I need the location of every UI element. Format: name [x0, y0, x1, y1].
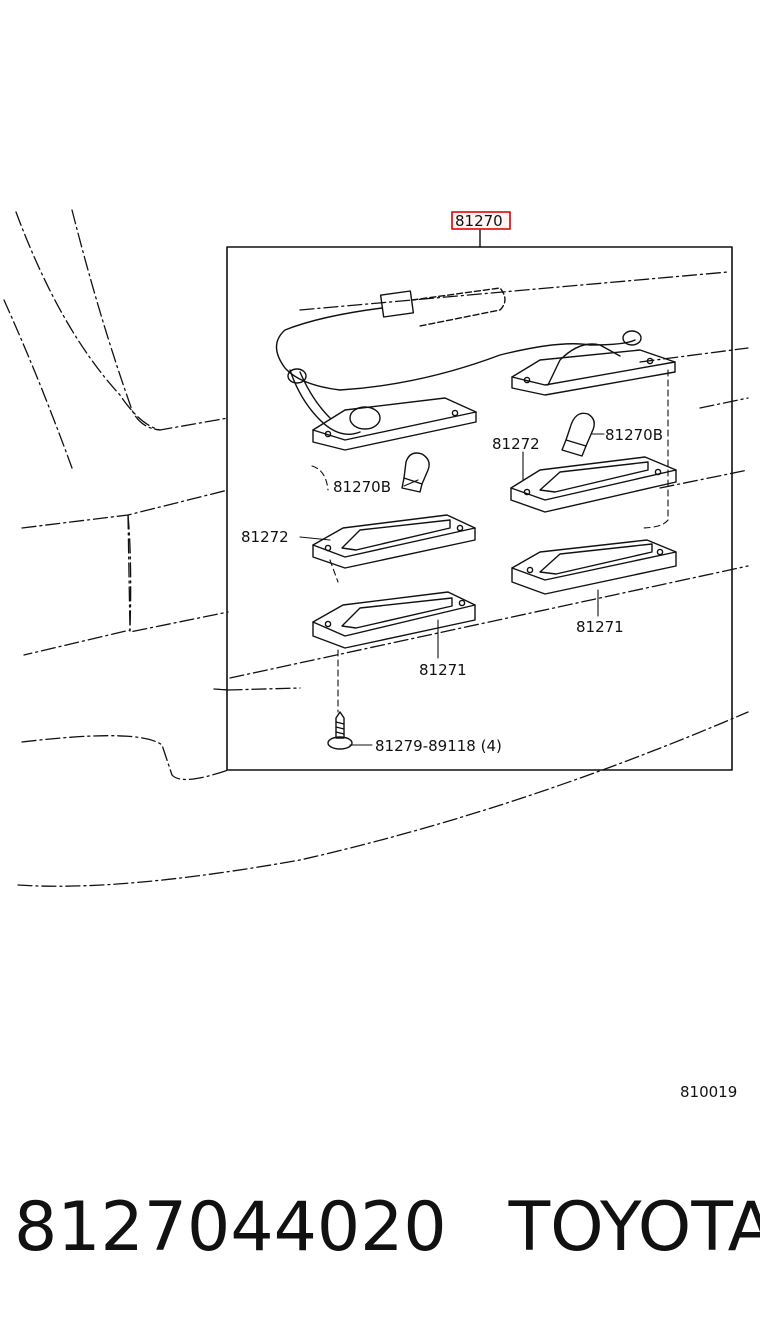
vehicle-outline: [3, 209, 749, 887]
label-bulb-left[interactable]: 81270B: [333, 478, 391, 496]
lens-left: [312, 514, 476, 569]
label-leaders: [299, 433, 605, 746]
housing-right: [511, 539, 677, 595]
label-screw[interactable]: 81279-89118 (4): [375, 737, 502, 755]
assembly-frame: [226, 246, 733, 771]
footer-part-number: 8127044020: [14, 1188, 447, 1267]
alignment-lines: [311, 369, 669, 713]
label-housing-left[interactable]: 81271: [419, 661, 467, 679]
housing-left: [312, 591, 476, 649]
lamp-base-left: [312, 397, 477, 451]
bulb-left-icon: [401, 452, 430, 493]
lamp-base-right: [511, 343, 676, 396]
figure-number: 810019: [680, 1083, 737, 1101]
label-housing-right[interactable]: 81271: [576, 618, 624, 636]
label-lens-right[interactable]: 81272: [492, 435, 540, 453]
label-lens-left[interactable]: 81272: [241, 528, 289, 546]
screw-icon: [327, 711, 353, 750]
highlighted-part-label[interactable]: 81270: [455, 212, 503, 230]
footer-caption: 8127044020 TOYOTA: [14, 1188, 760, 1267]
wire-harness: [275, 287, 642, 435]
label-bulb-right[interactable]: 81270B: [605, 426, 663, 444]
footer-brand: TOYOTA: [508, 1188, 760, 1267]
lens-right: [510, 456, 677, 513]
bulb-right-icon: [561, 412, 595, 457]
highlight-box: [451, 211, 511, 230]
